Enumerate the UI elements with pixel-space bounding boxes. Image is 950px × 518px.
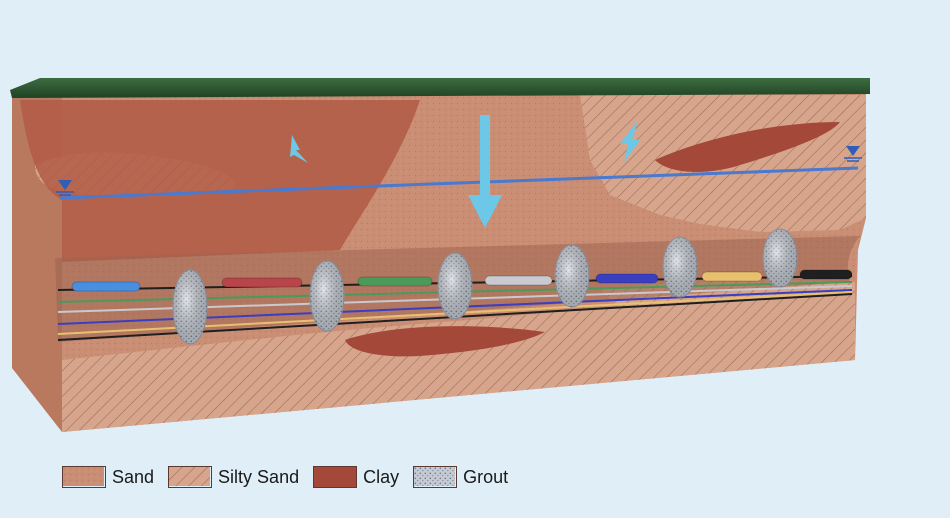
infiltration-arrow-left	[290, 135, 308, 163]
legend-label-grout: Grout	[463, 466, 509, 487]
sensor-7	[799, 269, 853, 280]
sensor-group	[71, 269, 853, 292]
silty-sand-swatch	[168, 466, 213, 488]
grout-plug-4	[554, 244, 590, 308]
grout-plug-3	[437, 252, 473, 320]
silty-sand-lower	[62, 300, 855, 432]
water-table-line	[59, 166, 859, 200]
sensor-3	[357, 276, 433, 287]
grout-swatch	[413, 466, 458, 488]
infiltration-arrow-right	[620, 120, 640, 162]
clay-swatch	[313, 466, 358, 488]
legend-label-sand: Sand	[112, 466, 155, 487]
legend-item-silty-sand: Silty Sand	[168, 466, 299, 488]
grout-plug-group	[172, 228, 798, 345]
sensor-5	[595, 273, 659, 284]
legend: Sand Silty Sand Clay Grout	[62, 466, 522, 488]
legend-label-silty-sand: Silty Sand	[218, 466, 300, 487]
grout-plug-1	[172, 269, 208, 345]
infiltration-arrow-center	[468, 115, 502, 228]
legend-item-sand: Sand	[62, 466, 154, 488]
legend-item-clay: Clay	[313, 466, 399, 488]
legend-item-grout: Grout	[413, 466, 508, 488]
sensor-4	[484, 275, 553, 286]
silty-sand-lower-right	[600, 280, 855, 360]
grout-plug-5	[662, 236, 698, 298]
grout-plug-6	[762, 228, 798, 288]
water-table-symbol-right	[844, 146, 862, 162]
sensor-6	[701, 271, 763, 282]
clay-lens-right	[655, 122, 840, 172]
sensor-1	[71, 281, 141, 292]
grout-plug-2	[309, 260, 345, 332]
sand-swatch	[62, 466, 106, 488]
sensor-2	[221, 277, 303, 288]
grass-surface	[10, 78, 870, 98]
clay-upper-left	[20, 100, 420, 262]
legend-label-clay: Clay	[363, 466, 400, 487]
water-table-symbol-left	[56, 180, 74, 196]
clay-lens-lower	[345, 326, 545, 357]
